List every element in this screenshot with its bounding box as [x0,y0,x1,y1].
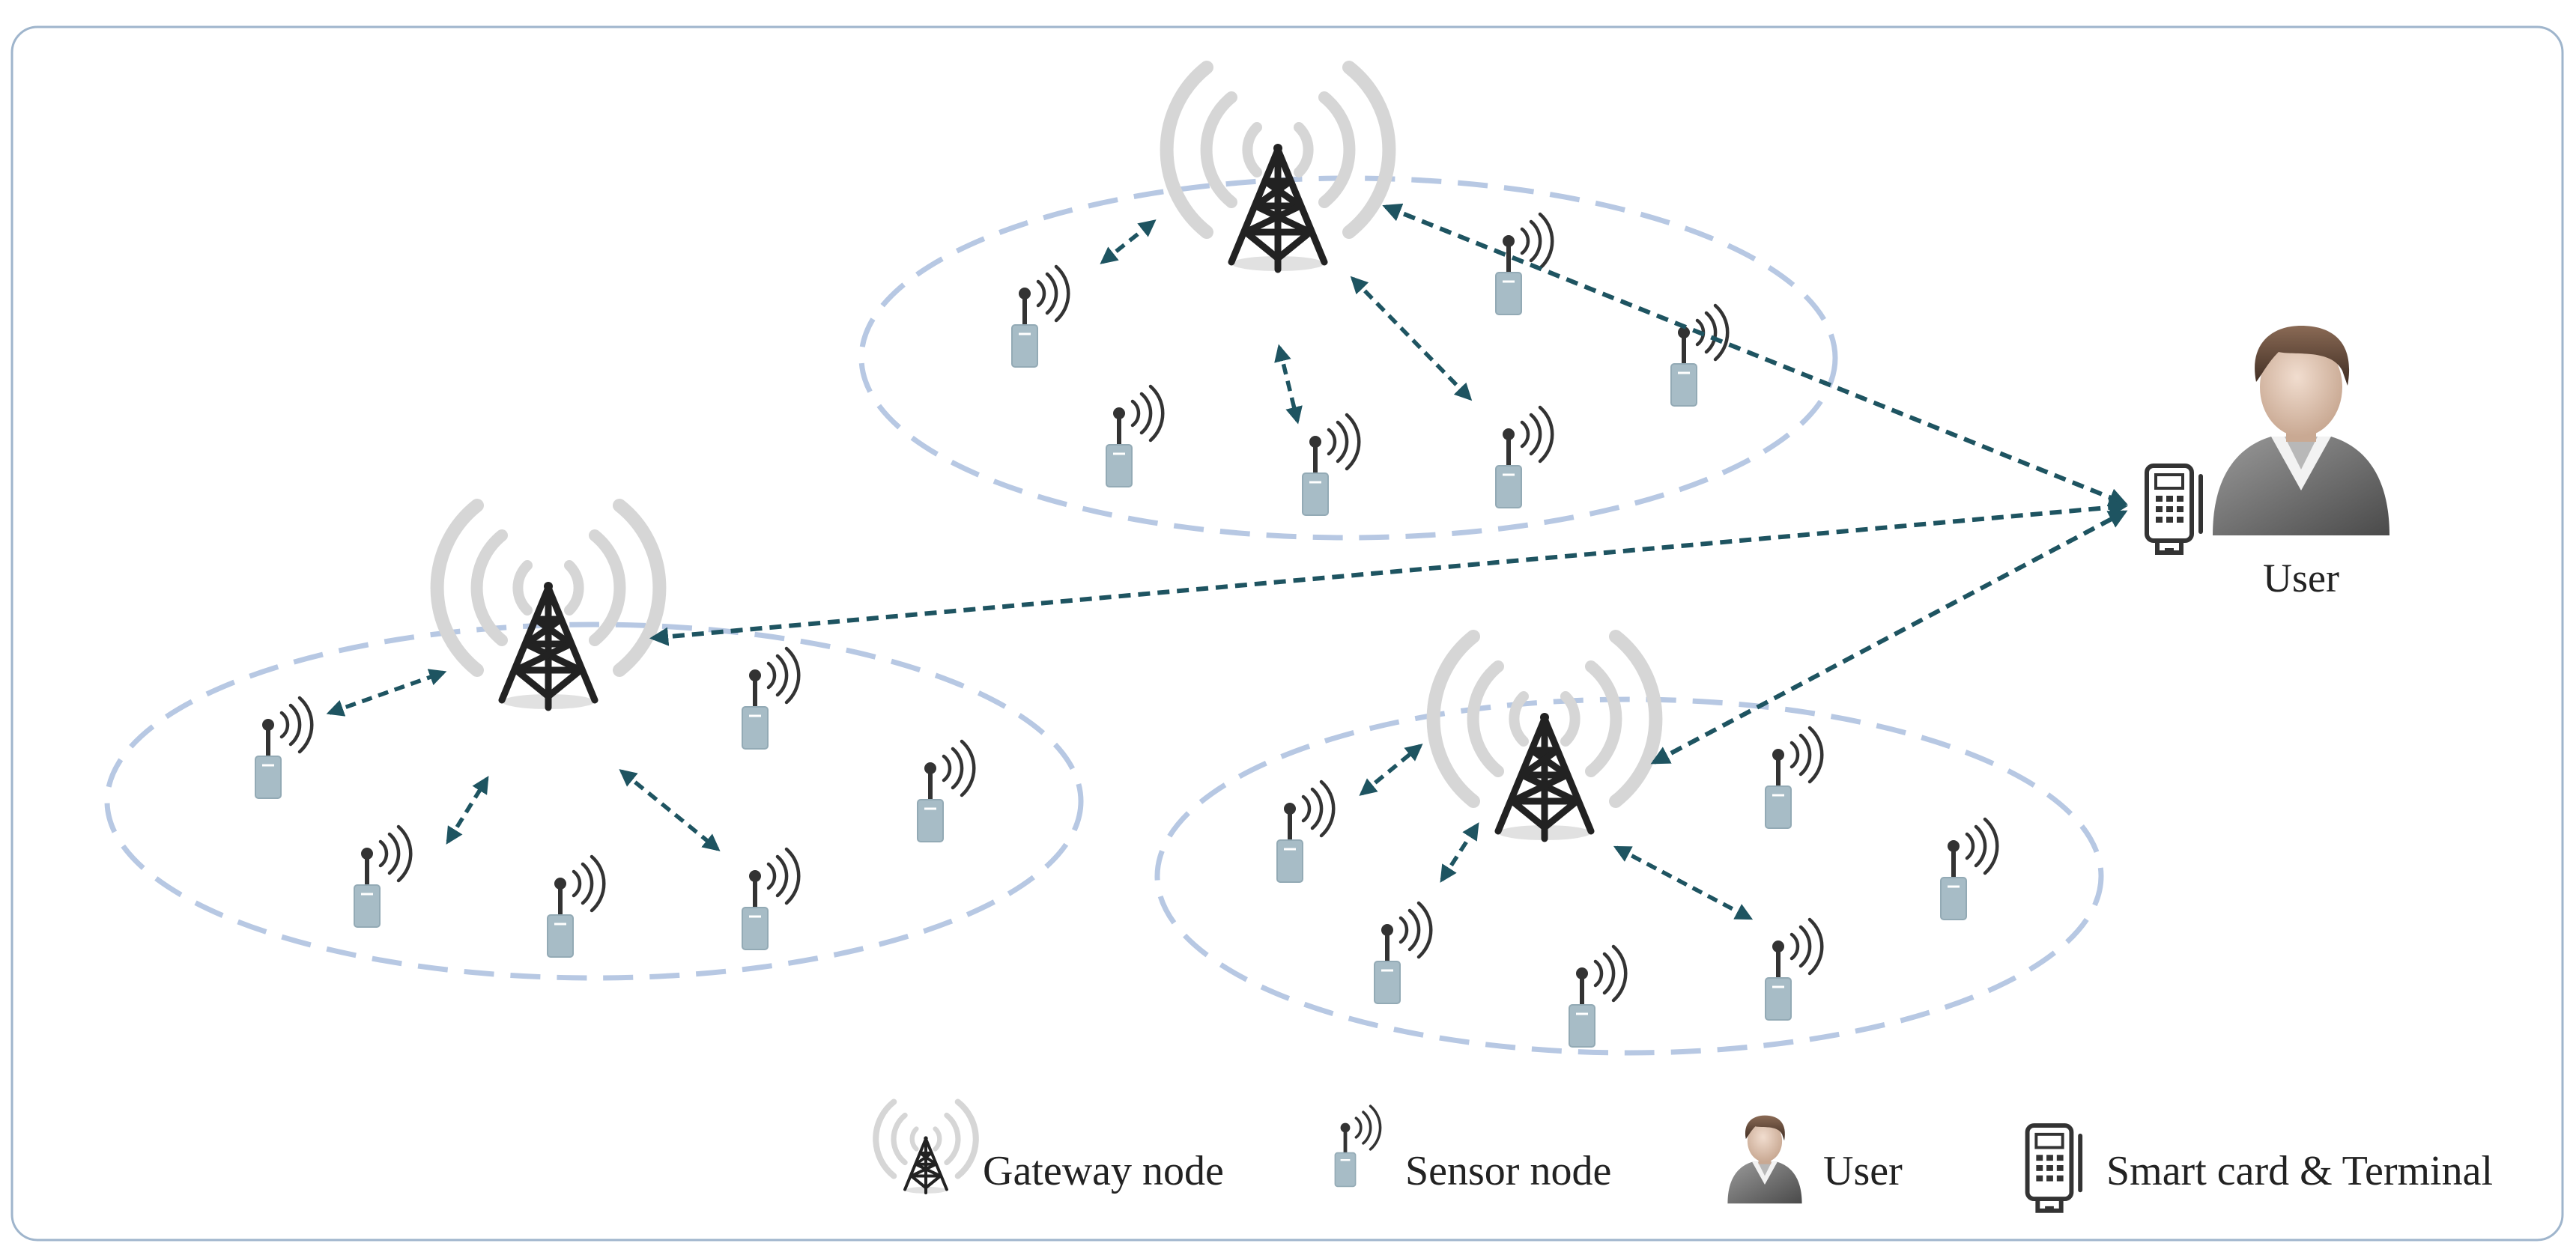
link [1274,344,1303,425]
link [1440,822,1479,883]
legend-sensor-label: Sensor node [1405,1148,1611,1194]
link [1613,845,1754,920]
link [446,776,489,845]
legend-user-label: User [1823,1148,1903,1194]
user-gateway-link-top [1382,203,2128,507]
cluster-left-boundary [104,622,1084,981]
legend: Gateway node Sensor node User Smart card… [876,1102,2493,1211]
legend-terminal-label: Smart card & Terminal [2106,1148,2493,1194]
cluster-bottom-right-boundary [1154,696,2104,1056]
link [326,669,447,717]
link [619,769,721,851]
link [1100,219,1157,264]
link [1359,744,1423,796]
legend-gateway-label: Gateway node [983,1148,1224,1194]
user-label: User [2263,556,2339,601]
user-gateway-link-bottom-right [1650,510,2128,765]
